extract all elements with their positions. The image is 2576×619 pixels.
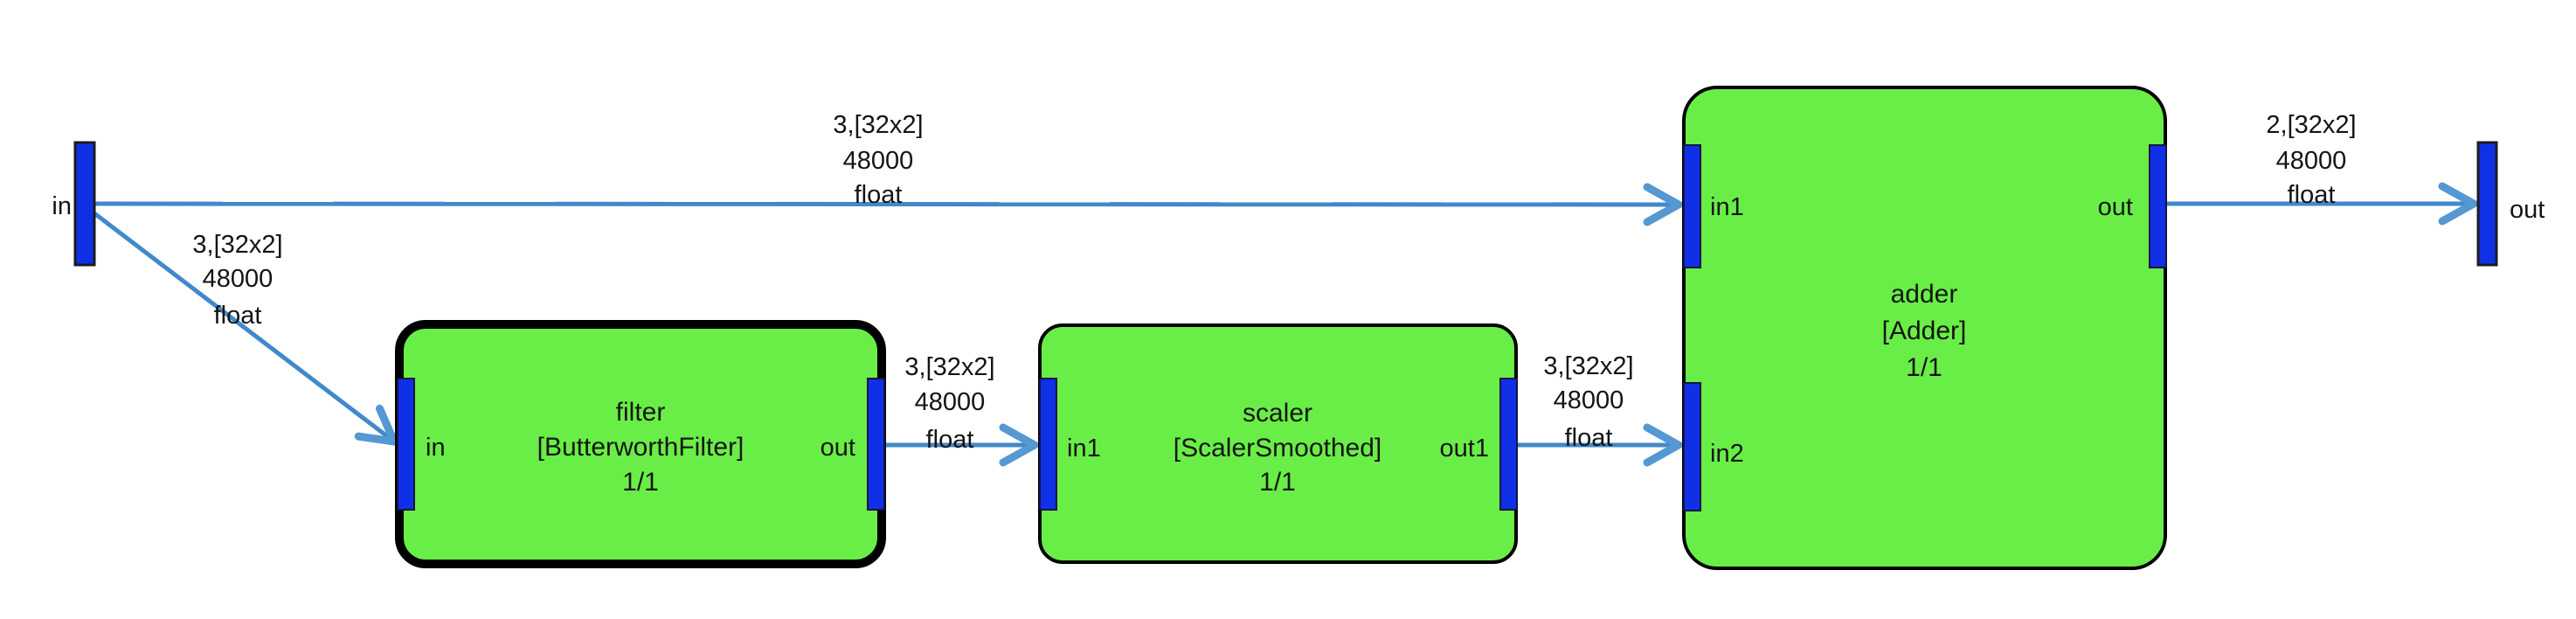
edge-label-line: 3,[32x2] bbox=[1543, 352, 1633, 380]
adder-out-port[interactable] bbox=[2149, 144, 2167, 268]
adder-in1-port-label: in1 bbox=[1710, 193, 1744, 221]
filter-out-port[interactable] bbox=[867, 378, 885, 511]
edge-label-line: 2,[32x2] bbox=[2266, 111, 2356, 139]
filter-block-title: filter bbox=[616, 398, 666, 427]
adder-block-type: [Adder] bbox=[1882, 316, 1967, 345]
edge-label-line: float bbox=[1565, 424, 1613, 452]
edge-label-line: 48000 bbox=[1554, 386, 1624, 414]
edge-label-line: float bbox=[855, 181, 903, 209]
scaler-in1-port-label: in1 bbox=[1067, 435, 1101, 463]
adder-in2-port-label: in2 bbox=[1710, 440, 1744, 468]
edge-label-line: 48000 bbox=[203, 265, 274, 293]
edge-label-line: 3,[32x2] bbox=[833, 111, 923, 139]
edge-label-line: 48000 bbox=[843, 147, 914, 175]
edge-input-to-adder-in1[interactable] bbox=[93, 183, 1683, 226]
edge-label-line: float bbox=[926, 426, 974, 454]
edge-input-to-filter-in[interactable] bbox=[93, 212, 398, 446]
scaler-in1-port[interactable] bbox=[1039, 378, 1057, 511]
graph-input-terminal-label: in bbox=[52, 192, 72, 220]
adder-block-ratio: 1/1 bbox=[1906, 353, 1942, 382]
scaler-out1-port-label: out1 bbox=[1440, 435, 1489, 463]
edge-label-line: 3,[32x2] bbox=[904, 353, 994, 381]
edge-label-scaler-to-adder: 3,[32x2] 48000 float bbox=[1543, 352, 1633, 452]
scaler-block-ratio: 1/1 bbox=[1259, 468, 1296, 497]
adder-in1-port[interactable] bbox=[1683, 144, 1701, 268]
scaler-block-title: scaler bbox=[1243, 399, 1312, 428]
edge-label-line: float bbox=[2288, 181, 2336, 209]
edge-label-line: 48000 bbox=[915, 388, 986, 416]
filter-block-type: [ButterworthFilter] bbox=[537, 433, 744, 462]
edge-label-adder-to-output: 2,[32x2] 48000 float bbox=[2266, 111, 2356, 209]
filter-in-port-label: in bbox=[426, 434, 446, 462]
graph-output-terminal[interactable] bbox=[2476, 141, 2498, 267]
scaler-out1-port[interactable] bbox=[1499, 378, 1518, 511]
edge-label-line: 3,[32x2] bbox=[192, 231, 282, 259]
graph-output-terminal-label: out bbox=[2510, 196, 2545, 224]
adder-block-title: adder bbox=[1891, 280, 1958, 309]
filter-block-ratio: 1/1 bbox=[622, 468, 659, 497]
edge-label-filter-to-scaler: 3,[32x2] 48000 float bbox=[904, 353, 994, 454]
adder-block[interactable] bbox=[1682, 86, 2167, 570]
edge-label-line: float bbox=[214, 302, 262, 330]
filter-in-port[interactable] bbox=[397, 378, 415, 511]
scaler-block-type: [ScalerSmoothed] bbox=[1174, 434, 1381, 463]
edge-label-input-to-filter: 3,[32x2] 48000 float bbox=[192, 231, 282, 330]
edge-label-line: 48000 bbox=[2276, 147, 2347, 175]
adder-in2-port[interactable] bbox=[1683, 382, 1701, 511]
adder-out-port-label: out bbox=[2098, 193, 2133, 221]
edge-label-input-to-adder: 3,[32x2] 48000 float bbox=[833, 111, 923, 209]
filter-out-port-label: out bbox=[821, 434, 855, 462]
graph-input-terminal[interactable] bbox=[73, 141, 96, 267]
